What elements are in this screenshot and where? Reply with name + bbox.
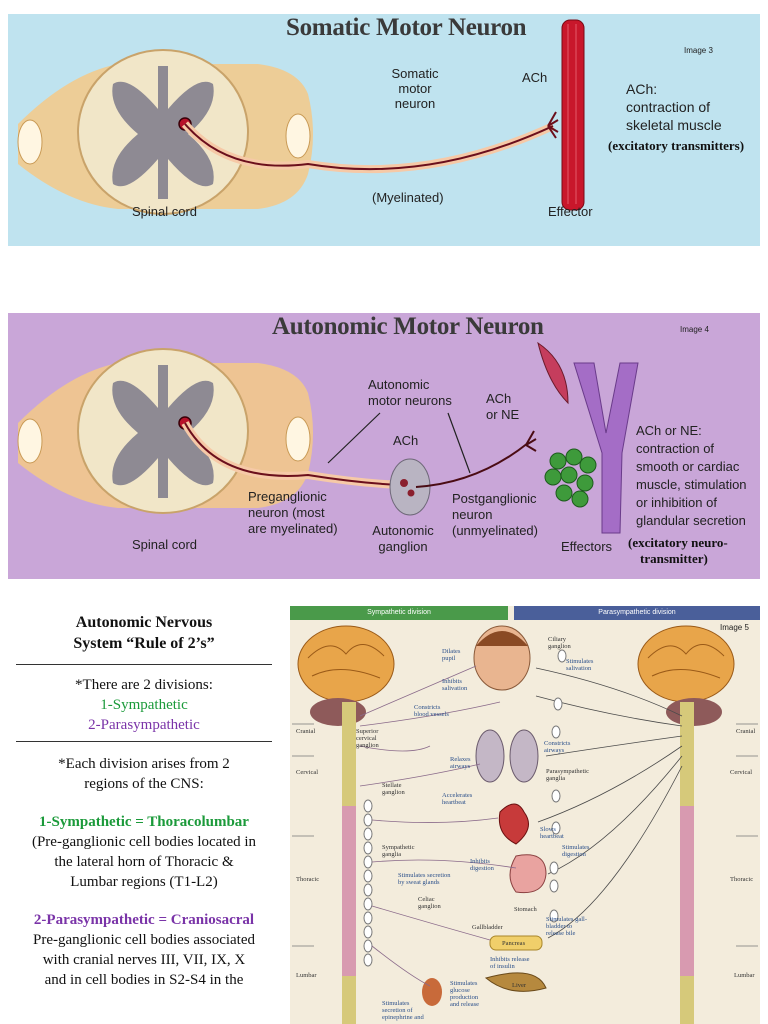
- symp-label: Relaxes airways: [450, 756, 471, 770]
- parasympathetic-title: 2-Parasympathetic = Craniosacral: [33, 912, 255, 928]
- heading-line: Autonomic Nervous: [75, 614, 213, 631]
- symp-label: Superior cervical ganglion: [356, 728, 379, 749]
- ach-label: ACh: [522, 70, 548, 85]
- region-label: Thoracic: [730, 876, 754, 883]
- para-label: Stimulates gall- bladder to release bile: [546, 916, 587, 937]
- para-label: Parasympathetic ganglia: [546, 768, 589, 782]
- para-label: Stimulates digestion: [562, 844, 590, 858]
- symp-label: Stellate ganglion: [382, 782, 405, 796]
- para-label: Stimulates salivation: [566, 658, 594, 672]
- preganglionic-label: are myelinated): [248, 521, 338, 536]
- autonomic-divisions-diagram: Sympathetic division Parasympathetic div…: [290, 606, 760, 1024]
- somatic-illustration: [17, 19, 585, 215]
- nervous-system-illustration: [292, 625, 758, 1024]
- symp-label: Stimulates glucose production and releas…: [450, 980, 480, 1008]
- autonomic-motor-neuron-figure: Autonomic Motor Neuron Image 4 Autonomic…: [8, 313, 760, 579]
- effector-label: Effector: [548, 204, 593, 219]
- symp-label: Inhibits digestion: [470, 858, 494, 872]
- symp-label: Constricts blood vessels: [414, 704, 449, 718]
- rule-of-twos-text: Autonomic Nervous System “Rule of 2’s” *…: [0, 598, 288, 1024]
- region-label: Thoracic: [296, 876, 320, 883]
- autonomic-neurons-label: motor neurons: [368, 393, 452, 408]
- myelinated-label: (Myelinated): [372, 190, 444, 205]
- divider: [16, 664, 272, 665]
- sympathetic-header: Sympathetic division: [290, 606, 508, 620]
- symp-label: Stimulates secretion by sweat glands: [398, 872, 451, 886]
- autonomic-desc-line: smooth or cardiac: [636, 459, 740, 474]
- para-label: Gallbladder: [472, 924, 503, 931]
- symp-label: Sympathetic ganglia: [382, 844, 415, 858]
- postganglionic-label: Postganglionic: [452, 491, 537, 506]
- preganglionic-label: Preganglionic: [248, 489, 327, 504]
- para-label: Inhibits release of insulin: [490, 956, 530, 970]
- image-reference: Image 5: [720, 623, 749, 632]
- spinal-cord-label: Spinal cord: [132, 204, 198, 219]
- parasympathetic-line: and in cell bodies in S2-S4 in the: [44, 972, 244, 988]
- postganglionic-label: neuron: [452, 507, 493, 522]
- heading-line: System “Rule of 2’s”: [73, 635, 215, 652]
- parasympathetic-line: Pre-ganglionic cell bodies associated: [32, 932, 255, 948]
- symp-label: Dilates pupil: [442, 648, 461, 662]
- somatic-neuron-label: Somatic motor neuron: [391, 66, 439, 111]
- parasympathetic-line: with cranial nerves III, VII, IX, X: [42, 952, 246, 968]
- parasympathetic-header: Parasympathetic division: [514, 606, 760, 620]
- autonomic-illustration: [17, 341, 639, 534]
- ach-or-ne-label: ACh: [486, 391, 512, 406]
- autonomic-desc-line: glandular secretion: [636, 513, 746, 528]
- symp-label: Accelerates heartbeat: [442, 792, 473, 806]
- region-label: Lumbar: [296, 972, 317, 979]
- panel-title: Autonomic Motor Neuron: [272, 313, 544, 340]
- ganglion-label: ganglion: [378, 539, 428, 554]
- spinal-cord-label: Spinal cord: [132, 537, 198, 552]
- section-heading: Autonomic Nervous System “Rule of 2’s”: [0, 612, 288, 654]
- ach-desc-line: (excitatory transmitters): [608, 138, 745, 153]
- region-label: Lumbar: [734, 972, 755, 979]
- region-label: Cervical: [296, 769, 319, 776]
- symp-label: Celiac ganglion: [418, 896, 441, 910]
- autonomic-desc-line: contraction of: [636, 441, 715, 456]
- preganglionic-label: neuron (most: [248, 505, 325, 520]
- sympathetic-line: (Pre-ganglionic cell bodies located in: [31, 834, 257, 850]
- autonomic-neurons-label: Autonomic: [368, 377, 430, 392]
- regions-line: regions of the CNS:: [84, 776, 204, 792]
- region-label: Cranial: [296, 728, 316, 735]
- divisions-intro: *There are 2 divisions:: [75, 677, 213, 693]
- sympathetic-line: the lateral horn of Thoracic &: [54, 854, 234, 870]
- ach-or-ne-label: or NE: [486, 407, 520, 422]
- autonomic-desc-line: (excitatory neuro-: [628, 535, 728, 550]
- regions-line: *Each division arises from 2: [58, 756, 230, 772]
- divider: [16, 741, 272, 742]
- division-sympathetic: 1-Sympathetic: [100, 697, 188, 713]
- symp-label: Inhibits salivation: [442, 678, 468, 692]
- para-label: Constricts airways: [544, 740, 571, 754]
- region-label: Cervical: [730, 769, 753, 776]
- para-label: Liver: [512, 982, 527, 989]
- autonomic-desc-line: or inhibition of: [636, 495, 717, 510]
- division-parasympathetic: 2-Parasympathetic: [88, 717, 200, 733]
- somatic-motor-neuron-figure: Somatic Motor Neuron Image 3 Somatic mot…: [8, 14, 760, 246]
- sympathetic-line: Lumbar regions (T1-L2): [70, 874, 218, 890]
- image-reference: Image 4: [680, 325, 709, 334]
- image-reference: Image 3: [684, 46, 713, 55]
- sympathetic-title: 1-Sympathetic = Thoracolumbar: [39, 814, 249, 830]
- autonomic-desc-line: ACh or NE:: [636, 423, 702, 438]
- ach-desc-line: contraction of: [626, 99, 711, 115]
- para-label: Slows heartbeat: [540, 826, 564, 840]
- postganglionic-label: (unmyelinated): [452, 523, 538, 538]
- autonomic-desc-line: muscle, stimulation: [636, 477, 747, 492]
- ganglion-label: Autonomic: [372, 523, 434, 538]
- ach-desc-line: skeletal muscle: [626, 117, 722, 133]
- region-label: Cranial: [736, 728, 756, 735]
- para-label: Pancreas: [502, 940, 526, 947]
- symp-label: Stimulates secretion of epinephrine and: [382, 1000, 424, 1021]
- effectors-label: Effectors: [561, 539, 613, 554]
- panel-title: Somatic Motor Neuron: [286, 14, 527, 41]
- ach-label: ACh: [393, 433, 419, 448]
- para-label: Ciliary ganglion: [548, 636, 571, 650]
- para-label: Stomach: [514, 906, 537, 913]
- autonomic-desc-line: transmitter): [640, 551, 708, 566]
- ach-desc-line: ACh:: [626, 81, 658, 97]
